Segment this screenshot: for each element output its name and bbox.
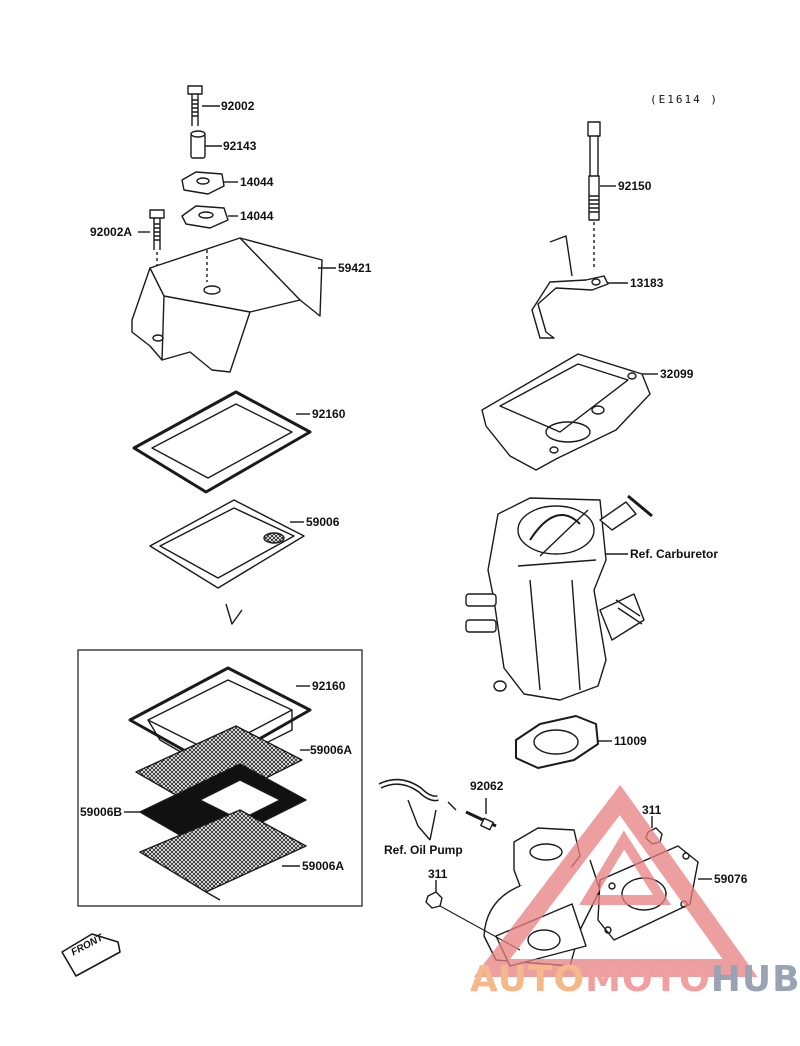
bracket-13183 — [531, 275, 628, 339]
gasket-92160-upper — [132, 390, 312, 494]
filter-59006A-lower — [139, 809, 307, 901]
collar-92143 — [190, 130, 222, 159]
watermark-logo-icon — [473, 784, 758, 977]
label-59421: 59421 — [338, 261, 372, 275]
carburetor-ref — [465, 494, 653, 701]
label-311-lower: 311 — [428, 867, 448, 881]
label-11009: 11009 — [614, 734, 647, 748]
label-13183: 13183 — [630, 276, 664, 290]
label-92150: 92150 — [618, 179, 652, 193]
filter-59006 — [149, 499, 305, 625]
label-59006A-upper: 59006A — [310, 743, 353, 757]
watermark-auto: AUTO — [470, 959, 586, 1000]
optional-kit-box — [77, 649, 363, 907]
watermark-moto: MOTO — [585, 959, 711, 1000]
front-arrow-icon — [61, 933, 121, 977]
label-59006B: 59006B — [80, 805, 123, 819]
rubber-14044-upper — [181, 171, 238, 195]
label-32099: 32099 — [660, 367, 694, 381]
label-92143: 92143 — [223, 139, 257, 153]
watermark-text: AUTOMOTOHUB — [470, 962, 800, 998]
bolt-92002 — [187, 85, 220, 126]
label-92160-lower: 92160 — [312, 679, 346, 693]
label-92002: 92002 — [221, 99, 255, 113]
stud-92150 — [549, 121, 616, 277]
rubber-14044-lower — [181, 205, 238, 229]
label-92160-upper: 92160 — [312, 407, 346, 421]
label-59006A-lower: 59006A — [302, 859, 345, 873]
air-cover-59421 — [131, 237, 336, 373]
hose-oil-pump — [378, 778, 457, 841]
label-92062: 92062 — [470, 779, 504, 793]
case-32099 — [481, 353, 658, 471]
nipple-92062 — [465, 798, 497, 831]
label-14044-lower: 14044 — [240, 209, 274, 223]
label-92002A: 92002A — [90, 225, 133, 239]
watermark-hub: HUB — [710, 959, 800, 1000]
label-14044-upper: 14044 — [240, 175, 274, 189]
label-59006: 59006 — [306, 515, 340, 529]
label-ref-carburetor: Ref. Carburetor — [630, 547, 719, 561]
label-59076: 59076 — [714, 872, 748, 886]
gasket-11009 — [515, 715, 612, 769]
label-ref-oil-pump: Ref. Oil Pump — [384, 843, 463, 857]
label-311-upper: 311 — [642, 803, 662, 817]
diagram-code: (E1614 ) — [650, 93, 719, 106]
